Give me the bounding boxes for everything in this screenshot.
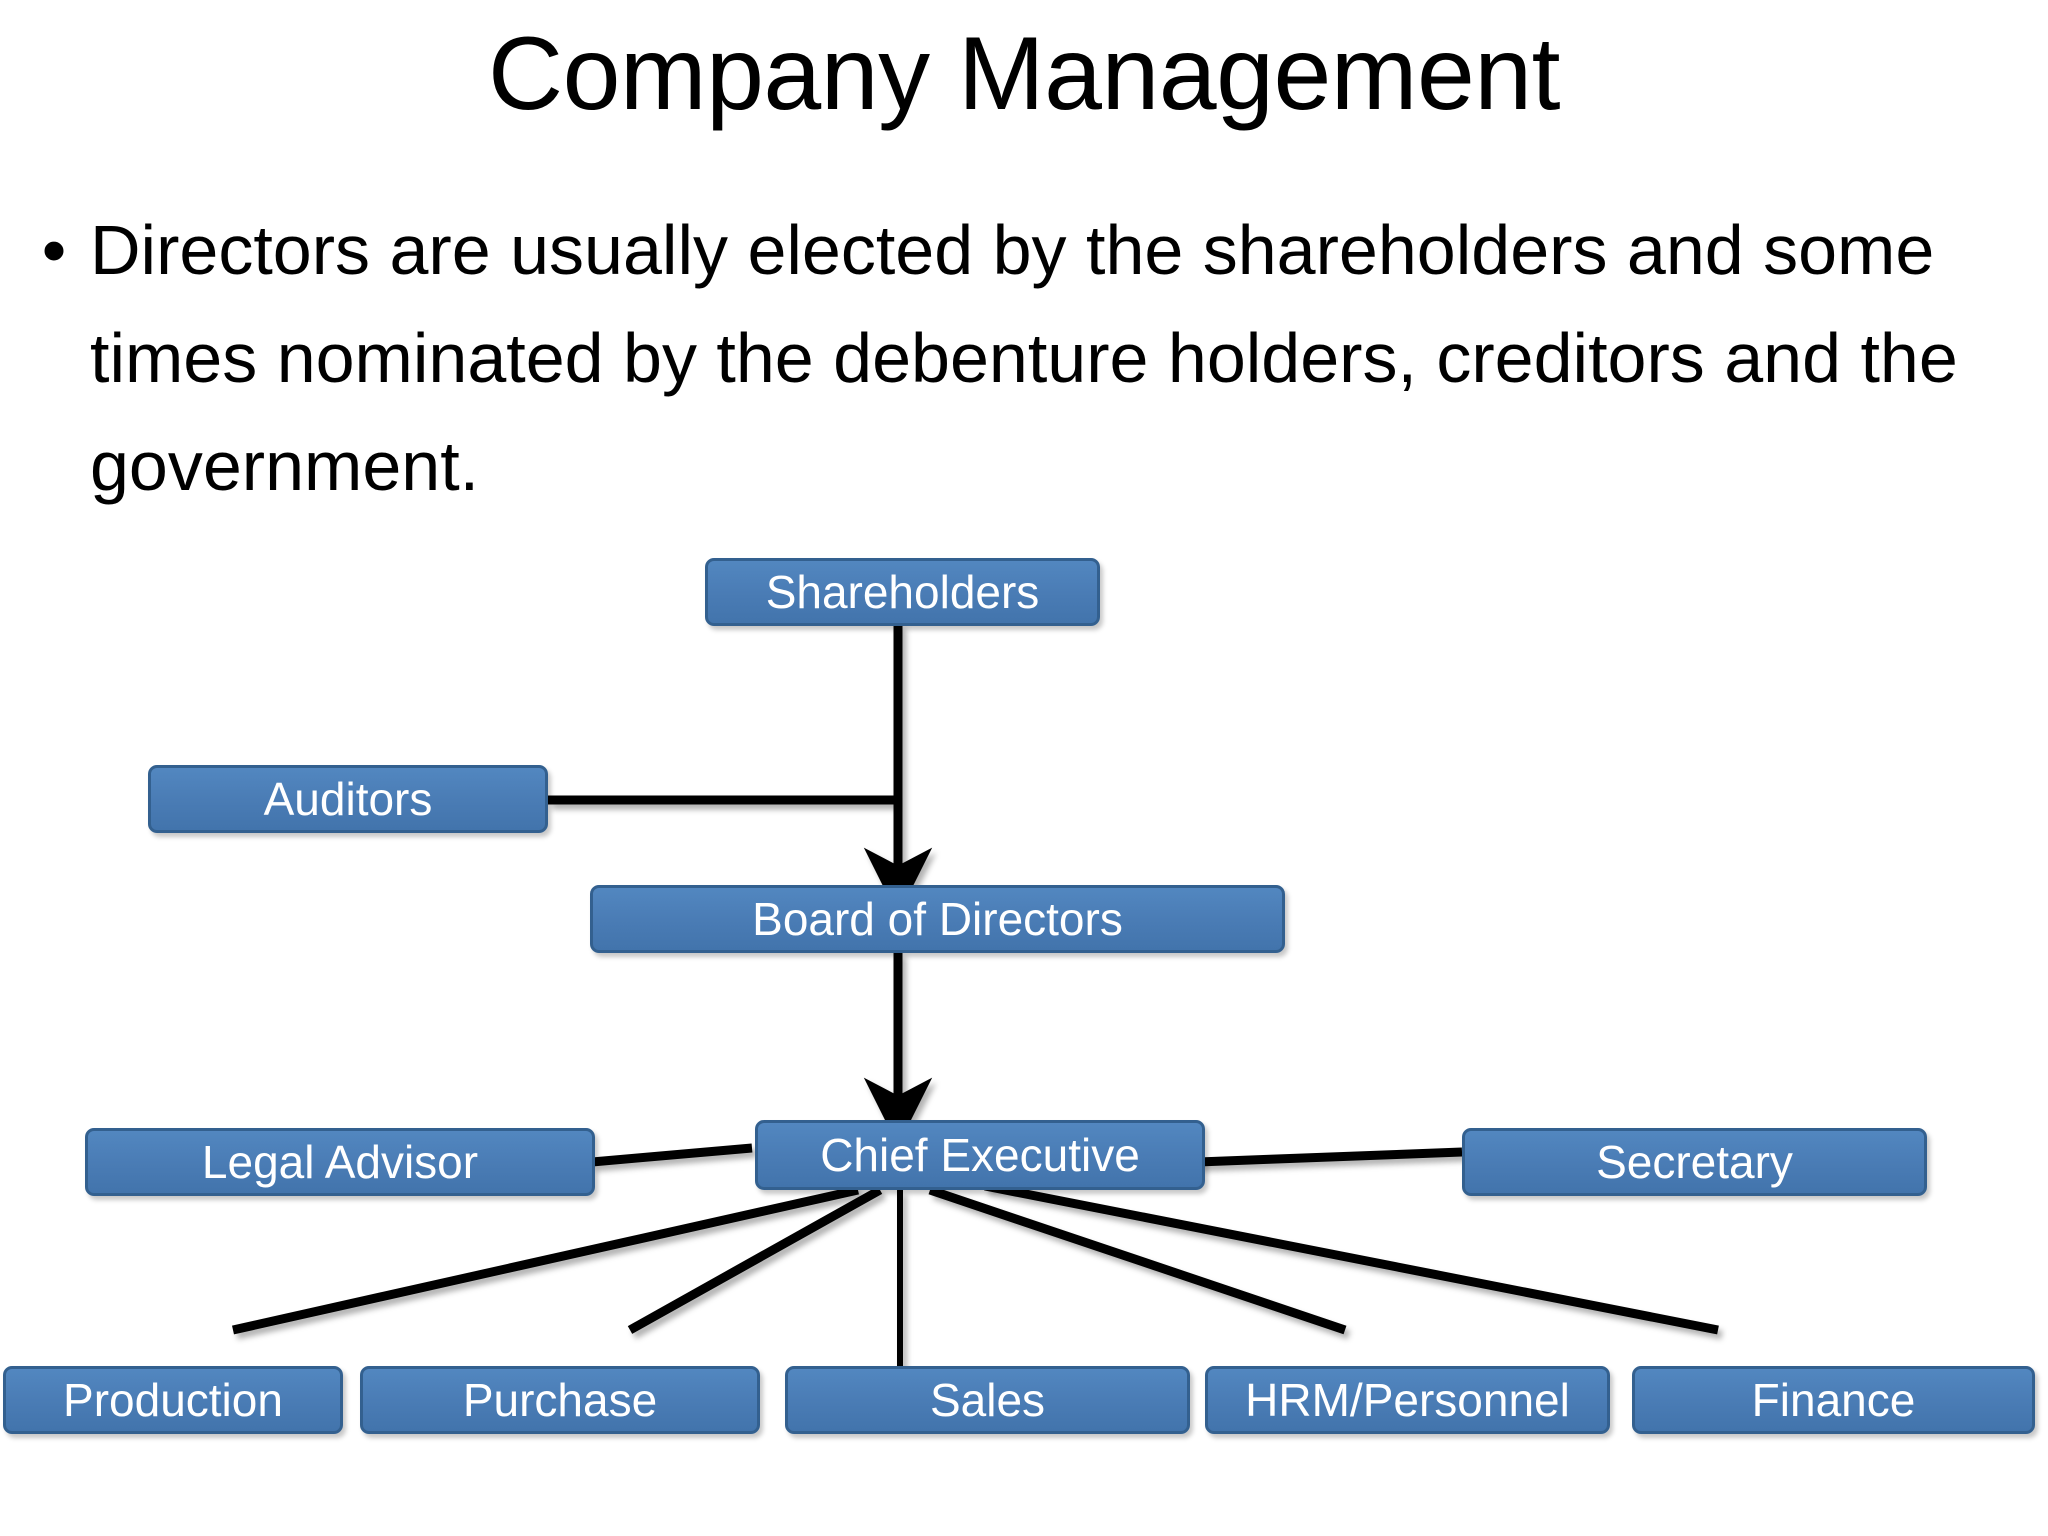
node-shareholders-label: Shareholders <box>765 566 1040 618</box>
node-shareholders[interactable]: Shareholders <box>705 558 1100 626</box>
node-chief-executive-label: Chief Executive <box>820 1129 1140 1181</box>
body-text-block: • Directors are usually elected by the s… <box>18 196 2008 520</box>
node-auditors-label: Auditors <box>263 773 433 825</box>
node-chief-executive[interactable]: Chief Executive <box>755 1120 1205 1190</box>
node-production[interactable]: Production <box>3 1366 343 1434</box>
connector-group <box>232 624 1719 1372</box>
connector-ceo-hrm <box>928 1185 1347 1335</box>
node-board-of-directors[interactable]: Board of Directors <box>590 885 1285 953</box>
node-sales-label: Sales <box>929 1374 1046 1426</box>
node-auditors[interactable]: Auditors <box>148 765 548 833</box>
node-board-of-directors-label: Board of Directors <box>752 893 1123 945</box>
node-purchase-label: Purchase <box>462 1374 658 1426</box>
connector-legal-ceo <box>591 1143 753 1167</box>
bullet-item: • Directors are usually elected by the s… <box>18 196 2008 520</box>
connector-ceo-purchase <box>627 1186 883 1334</box>
node-hrm-personnel[interactable]: HRM/Personnel <box>1205 1366 1610 1434</box>
connector-secretary-ceo <box>1197 1147 1463 1167</box>
node-purchase[interactable]: Purchase <box>360 1366 760 1434</box>
node-secretary-label: Secretary <box>1596 1136 1793 1188</box>
page-title: Company Management <box>487 16 1561 132</box>
node-finance-label: Finance <box>1751 1374 1916 1426</box>
node-production-label: Production <box>63 1374 283 1426</box>
node-legal-advisor[interactable]: Legal Advisor <box>85 1128 595 1196</box>
node-hrm-personnel-label: HRM/Personnel <box>1245 1374 1570 1426</box>
bullet-marker-icon: • <box>41 211 67 289</box>
node-sales[interactable]: Sales <box>785 1366 1190 1434</box>
node-finance[interactable]: Finance <box>1632 1366 2035 1434</box>
node-legal-advisor-label: Legal Advisor <box>201 1136 479 1188</box>
bullet-text: Directors are usually elected by the sha… <box>90 211 1958 505</box>
connector-ceo-production <box>232 1185 859 1335</box>
node-secretary[interactable]: Secretary <box>1462 1128 1927 1196</box>
connector-ceo-finance <box>984 1181 1719 1335</box>
